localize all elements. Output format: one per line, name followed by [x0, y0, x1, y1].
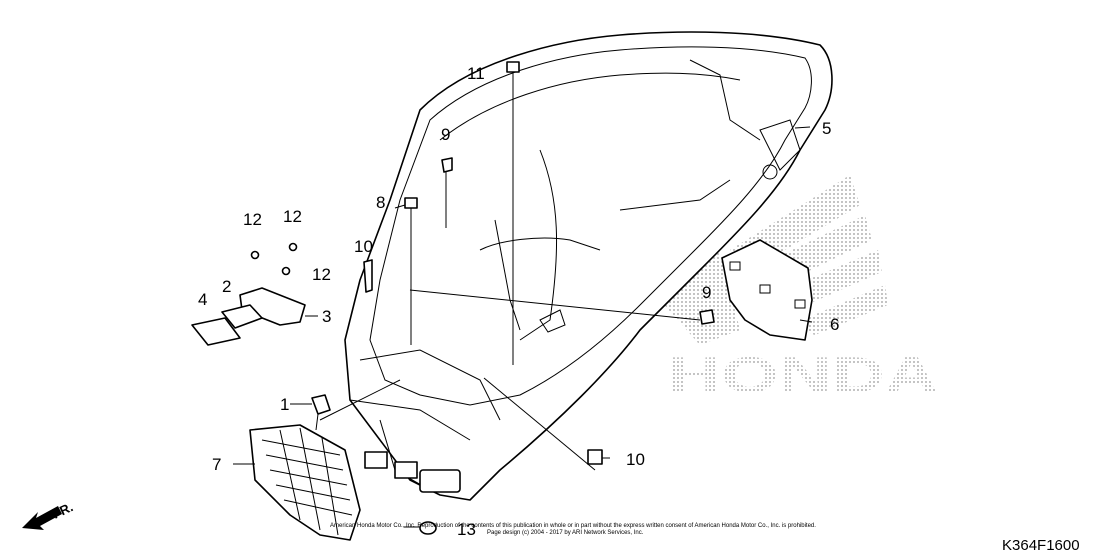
nut-10-right: [587, 449, 603, 465]
callout-7: 7: [212, 455, 221, 474]
part-1-clip: [311, 394, 331, 415]
copyright-line-2: Page design (c) 2004 - 2017 by ARI Netwo…: [487, 530, 644, 536]
side-plate: [721, 239, 813, 341]
fasteners: [250, 61, 715, 535]
honda-logo-watermark: HONDA: [668, 347, 938, 403]
callout-12-c: 12: [312, 265, 331, 284]
screw-12-a: [250, 250, 260, 260]
screw-12-c: [281, 266, 291, 276]
callout-13: 13: [457, 520, 476, 539]
callout-9-right: 9: [702, 283, 711, 302]
bolt-11: [506, 61, 520, 73]
bolt-8: [404, 197, 418, 209]
callout-labels: 1 2 3 4 5 6 7 8 9 9 10 10 11 12 12 12 13: [198, 64, 839, 539]
callout-1: 1: [280, 395, 289, 414]
luggage-box: [344, 31, 833, 501]
callout-9-upper: 9: [441, 125, 450, 144]
part-4-plate: [191, 317, 241, 346]
copyright-line-1: American Honda Motor Co., Inc. Reproduct…: [330, 523, 816, 529]
callout-4: 4: [198, 290, 207, 309]
bracket-parts: [191, 287, 306, 346]
diagram-code: K364F1600: [1002, 537, 1080, 554]
arrow-down-left-icon: [22, 506, 62, 530]
callout-2: 2: [222, 277, 231, 296]
part-2-plate: [221, 304, 263, 329]
screw-12-b: [288, 242, 298, 252]
front-direction-label: FR.: [50, 499, 75, 521]
screw-9-right: [699, 309, 715, 325]
clip-10-left: [363, 259, 373, 293]
callout-10-left: 10: [354, 237, 373, 256]
callout-12-a: 12: [243, 210, 262, 229]
grommet-13: [419, 521, 437, 535]
callout-11: 11: [467, 64, 485, 83]
callout-10-right: 10: [626, 450, 645, 469]
callout-8: 8: [376, 193, 385, 212]
grille-panel: [249, 424, 361, 541]
callout-5: 5: [822, 119, 831, 138]
callout-12-b: 12: [283, 207, 302, 226]
front-direction-indicator: FR.: [22, 499, 75, 530]
callout-6: 6: [830, 315, 839, 334]
callout-3: 3: [322, 307, 331, 326]
leader-lines: [233, 72, 813, 528]
screw-9-upper: [441, 157, 453, 173]
